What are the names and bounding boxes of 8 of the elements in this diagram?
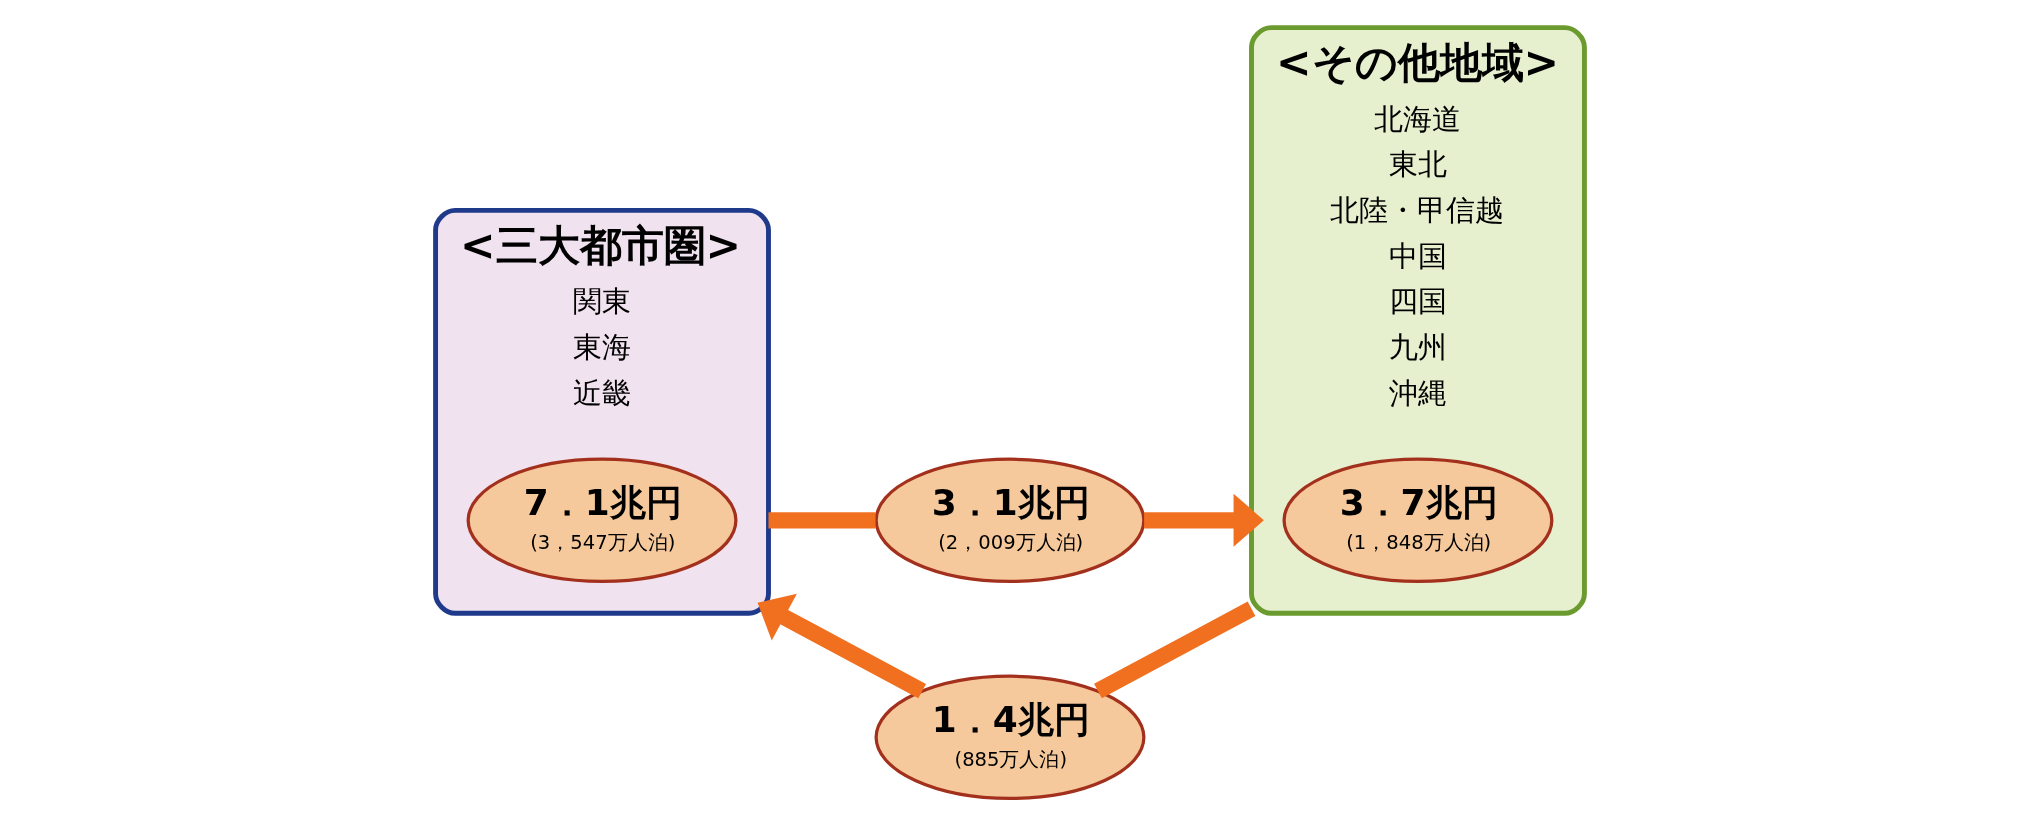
node-ellipse: 3．1兆円 (2，009万人泊)	[874, 457, 1146, 584]
arrow	[1144, 493, 1264, 547]
connector	[1094, 601, 1256, 699]
node-ellipse: 3．7兆円 (1，848万人泊)	[1282, 457, 1554, 584]
arrow	[757, 593, 927, 699]
connector	[768, 512, 876, 529]
node-ellipse: 7．1兆円 (3，547万人泊)	[466, 457, 738, 584]
node-ellipse: 1．4兆円 (885万人泊)	[874, 674, 1146, 801]
